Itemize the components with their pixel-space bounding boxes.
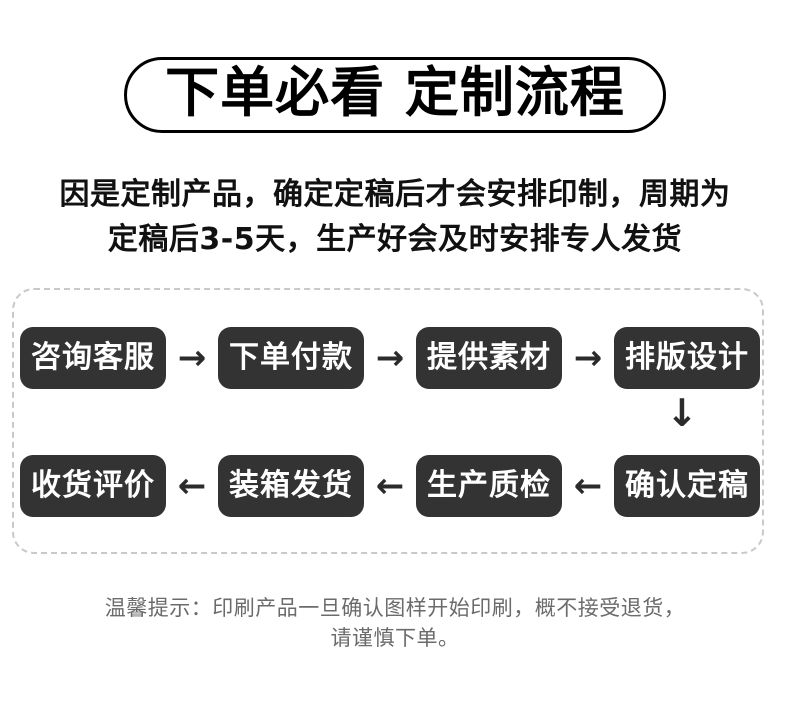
flow-step-consult[interactable]: 咨询客服 [20,327,166,389]
flow-step-label: 收货评价 [31,468,155,503]
intro-line-2: 定稿后3-5天，生产好会及时安排专人发货 [107,222,683,257]
arrow-down-icon: ↓ [666,391,698,435]
flow-row-top: 咨询客服 → 下单付款 → 提供素材 → 排版设计 [14,327,766,389]
intro-line-1: 因是定制产品，确定定稿后才会安排印制，周期为 [59,177,731,212]
flow-step-pack-ship[interactable]: 装箱发货 [218,455,364,517]
flow-step-confirm-draft[interactable]: 确认定稿 [614,455,760,517]
arrow-left-icon: ← [177,466,207,506]
arrow-left-icon: ← [375,466,405,506]
footnote-line-1: 温馨提示：印刷产品一旦确认图样开始印刷，概不接受退货， [104,596,686,620]
flow-step-order-payment[interactable]: 下单付款 [218,327,364,389]
intro-paragraph: 因是定制产品，确定定稿后才会安排印制，周期为 定稿后3-5天，生产好会及时安排专… [0,172,790,262]
arrow-right-icon: → [375,338,405,378]
flow-row-bottom: 收货评价 ← 装箱发货 ← 生产质检 ← 确认定稿 [14,455,766,517]
flow-connector: ↓ [14,394,766,432]
arrow-left-icon: ← [573,466,603,506]
flow-step-label: 下单付款 [229,340,353,375]
arrow-right-icon: → [177,338,207,378]
flow-step-label: 排版设计 [625,340,749,375]
arrow-right-icon: → [573,338,603,378]
flow-step-quality-check[interactable]: 生产质检 [416,455,562,517]
flow-step-label: 确认定稿 [625,468,749,503]
page-title: 下单必看 定制流程 [165,61,625,124]
flow-step-label: 提供素材 [427,340,551,375]
flow-step-provide-materials[interactable]: 提供素材 [416,327,562,389]
flow-step-layout-design[interactable]: 排版设计 [614,327,760,389]
flow-diagram-container: 咨询客服 → 下单付款 → 提供素材 → 排版设计 ↓ 收货评价 ← 装箱发货 … [12,288,764,554]
flow-step-receive-review[interactable]: 收货评价 [20,455,166,517]
title-pill-border: 下单必看 定制流程 [124,57,666,133]
footnote: 温馨提示：印刷产品一旦确认图样开始印刷，概不接受退货， 请谨慎下单。 [0,593,790,654]
page-title-container: 下单必看 定制流程 [0,57,790,133]
flow-step-label: 装箱发货 [229,468,353,503]
flow-step-label: 咨询客服 [31,340,155,375]
flow-step-label: 生产质检 [427,468,551,503]
footnote-line-2: 请谨慎下单。 [330,626,460,651]
